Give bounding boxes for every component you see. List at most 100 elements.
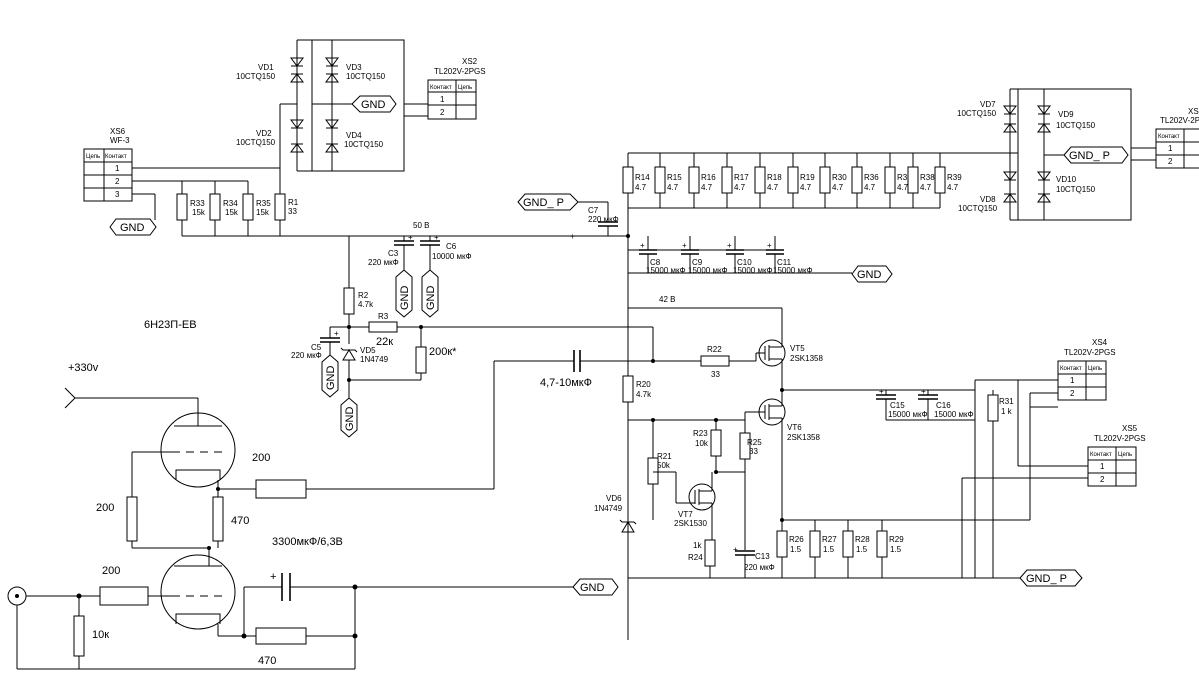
svg-text:+: + <box>767 241 772 250</box>
svg-text:XS4: XS4 <box>1092 338 1108 347</box>
svg-text:R35: R35 <box>256 199 271 208</box>
r36-label: R36 <box>864 173 879 182</box>
c10-label: C10 <box>737 258 752 267</box>
diode-vd2-icon <box>290 119 304 153</box>
svg-text:200: 200 <box>96 502 114 514</box>
connector-xs4: XS4 TL202V-2PGS Контакт Цепь 1 2 <box>1057 338 1116 401</box>
zener-vd5-icon <box>340 347 358 361</box>
tube-label: 6Н23П-ЕВ <box>144 319 197 331</box>
svg-text:1.5: 1.5 <box>856 545 868 554</box>
svg-text:C13: C13 <box>755 552 770 561</box>
svg-text:Контакт: Контакт <box>430 85 452 91</box>
svg-text:XS5: XS5 <box>1122 424 1138 433</box>
vd2-label: VD2 <box>256 129 272 138</box>
svg-text:C15: C15 <box>890 401 905 410</box>
svg-text:R23: R23 <box>693 429 708 438</box>
svg-text:+: + <box>434 233 439 242</box>
svg-text:1.5: 1.5 <box>790 545 802 554</box>
svg-text:R1: R1 <box>288 198 299 207</box>
r16-label: R16 <box>701 173 716 182</box>
svg-text:1.5: 1.5 <box>890 545 902 554</box>
svg-text:200к*: 200к* <box>429 346 457 358</box>
svg-text:+: + <box>570 232 575 241</box>
vd1-part: 10CTQ150 <box>236 72 276 81</box>
svg-text:200: 200 <box>102 565 120 577</box>
svg-text:22к: 22к <box>376 336 393 348</box>
svg-text:GND_ P: GND_ P <box>523 197 564 209</box>
svg-text:GND: GND <box>580 582 605 594</box>
gnd-p-tag-c7: GND_ P <box>517 193 579 211</box>
r17-value: 4.7 <box>734 183 746 192</box>
r14-value: 4.7 <box>635 183 647 192</box>
vd3-part: 10CTQ150 <box>346 72 386 81</box>
svg-text:+: + <box>727 241 732 250</box>
svg-text:TL202V-2PGS: TL202V-2PGS <box>434 67 486 76</box>
gnd-tag-c3: GND <box>395 269 413 318</box>
svg-text:C3: C3 <box>388 249 399 258</box>
connector-xs6: XS6 WF-3 Цепь Контакт 1 2 3 <box>83 127 133 202</box>
svg-text:+: + <box>640 241 645 250</box>
vd1-label: VD1 <box>258 63 274 72</box>
diode-vd4-icon <box>325 119 339 153</box>
tube-lower-icon <box>160 554 236 630</box>
svg-text:1.5: 1.5 <box>823 545 835 554</box>
svg-text:33: 33 <box>711 370 720 379</box>
svg-text:3: 3 <box>115 190 120 199</box>
svg-text:XS2: XS2 <box>462 57 478 66</box>
svg-text:C6: C6 <box>446 242 457 251</box>
svg-text:1: 1 <box>1100 462 1105 471</box>
svg-text:220 мкФ: 220 мкФ <box>291 351 322 360</box>
svg-text:1: 1 <box>115 164 120 173</box>
svg-text:R3: R3 <box>378 312 389 321</box>
svg-text:R29: R29 <box>889 535 904 544</box>
svg-text:200: 200 <box>252 452 270 464</box>
svg-text:+: + <box>334 329 339 338</box>
svg-text:10CTQ150: 10CTQ150 <box>957 109 997 118</box>
svg-text:Цепь: Цепь <box>1088 366 1102 372</box>
svg-text:4.7k: 4.7k <box>636 390 652 399</box>
r19-label: R19 <box>800 173 815 182</box>
svg-text:GND: GND <box>120 222 145 234</box>
svg-text:TL202V-2PGS: TL202V-2PGS <box>1064 348 1116 357</box>
svg-text:2SK1358: 2SK1358 <box>790 354 823 363</box>
vd2-part: 10CTQ150 <box>236 138 276 147</box>
svg-text:R28: R28 <box>855 535 870 544</box>
input-jack-icon <box>7 586 27 606</box>
svg-text:2: 2 <box>1100 475 1105 484</box>
svg-text:GND_ P: GND_ P <box>1026 573 1067 585</box>
connector-xs-right: XS TL202V-2PGS Контакт 1 2 <box>1155 107 1199 169</box>
svg-text:+: + <box>733 545 738 554</box>
c11-value: 15000 мкФ <box>773 266 813 275</box>
svg-text:15k: 15k <box>256 208 270 217</box>
svg-text:1 k: 1 k <box>1001 407 1013 416</box>
r36-value: 4.7 <box>864 183 876 192</box>
svg-text:VT6: VT6 <box>787 423 802 432</box>
svg-text:R24: R24 <box>688 553 703 562</box>
svg-text:3300мкФ/6,3В: 3300мкФ/6,3В <box>272 536 343 548</box>
svg-text:15k: 15k <box>225 208 239 217</box>
svg-text:42 В: 42 В <box>659 295 675 304</box>
svg-text:VD10: VD10 <box>1056 175 1077 184</box>
vd3-label: VD3 <box>346 63 362 72</box>
mosfet-vt5-icon <box>756 338 786 370</box>
svg-text:TL202V-2PGS: TL202V-2PGS <box>1094 434 1146 443</box>
r30-value: 4.7 <box>832 183 844 192</box>
svg-text:C16: C16 <box>936 401 951 410</box>
svg-text:VT5: VT5 <box>790 344 805 353</box>
svg-text:2SK1530: 2SK1530 <box>674 519 707 528</box>
diode-vd1-icon <box>290 57 304 83</box>
svg-text:+: + <box>921 387 926 396</box>
svg-text:10CTQ150: 10CTQ150 <box>1056 185 1096 194</box>
svg-text:XS: XS <box>1188 107 1199 116</box>
svg-text:2: 2 <box>1168 157 1173 166</box>
gnd-tag-bridge: GND <box>351 95 397 113</box>
svg-text:470: 470 <box>231 515 249 527</box>
svg-text:15k: 15k <box>192 208 206 217</box>
